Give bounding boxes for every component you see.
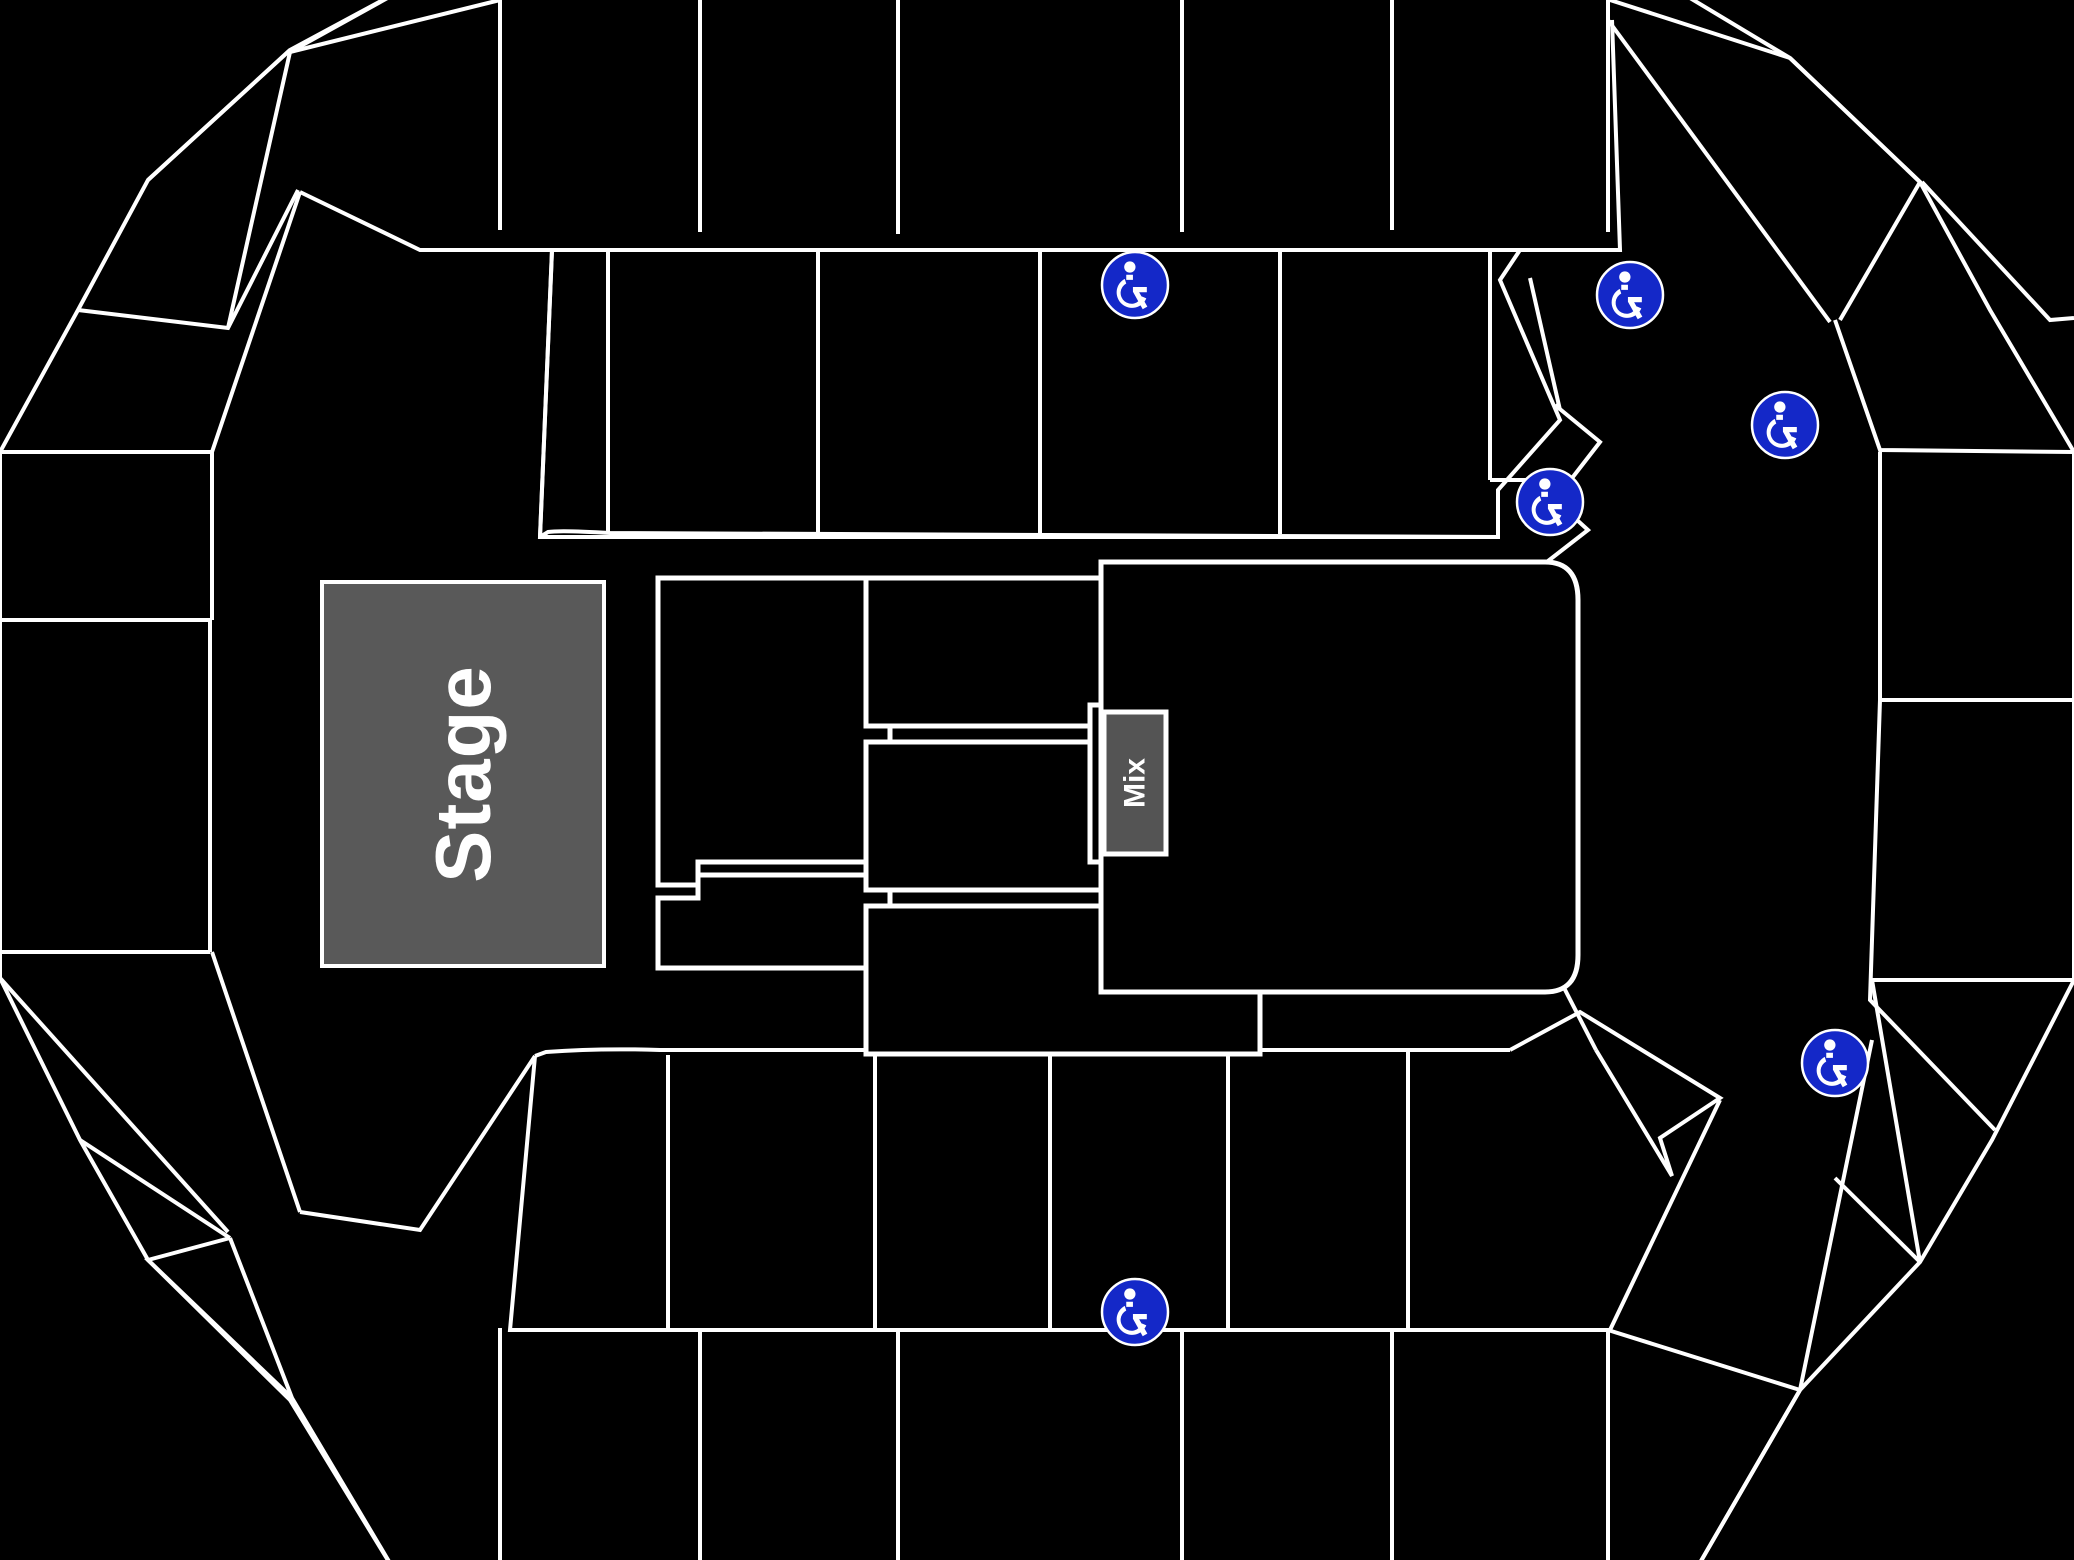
accessibility-marker-circle (1595, 260, 1665, 330)
wheelchair-accessible-icon[interactable] (1100, 1277, 1170, 1347)
outer-divider-tr-3 (1788, 56, 1923, 322)
mix-block[interactable] (1101, 709, 1169, 857)
accessibility-marker-circle (1800, 1028, 1870, 1098)
inner-top-notch-in (1528, 277, 1562, 411)
outer-divider-tr-4 (1920, 180, 2074, 323)
inner-bottom-right-diag (1510, 1099, 1722, 1332)
wheelchair-accessible-icon[interactable] (1595, 260, 1665, 330)
floor-area[interactable]: Stage Mix (320, 559, 1581, 1057)
outer-divider-right-top (1833, 319, 2074, 454)
inner-bottom-left-diag (299, 1054, 537, 1233)
accessibility-marker-circle (1750, 390, 1820, 460)
accessibility-marker-group[interactable] (1100, 250, 1870, 1347)
wheelchair-glyph (1766, 401, 1798, 450)
outer-divider-br-2 (1798, 1039, 1874, 1391)
inner-top-right-diag (1520, 19, 1623, 252)
wheelchair-accessible-icon[interactable] (1800, 1028, 1870, 1098)
inner-bowl-ring[interactable] (299, 19, 1724, 1332)
outer-divider-bl-4 (0, 976, 230, 1234)
outer-divider-bl-3 (144, 1236, 294, 1400)
mix-label: Mix (1119, 758, 1152, 808)
outer-divider-tr-1 (1609, 0, 1791, 60)
outer-divider-tl-2 (146, 48, 292, 182)
outer-divider-right-low (1867, 699, 1997, 1132)
outer-divider-br-3 (1833, 1176, 1922, 1264)
accessibility-marker-circle (1100, 250, 1170, 320)
accessibility-marker-circle (1515, 467, 1585, 537)
wheelchair-glyph (1116, 1288, 1148, 1337)
wheelchair-accessible-icon[interactable] (1515, 467, 1585, 537)
outer-divider-tr-2 (1606, 18, 1832, 324)
outer-divider-left-diag-lower (210, 951, 302, 1213)
inner-top-left-edge (538, 249, 554, 538)
inner-bottom-notch (1509, 1009, 1724, 1178)
accessibility-marker-circle (1100, 1277, 1170, 1347)
inner-bottom-bottom-edge (507, 1055, 1510, 1332)
wheelchair-glyph (1611, 271, 1643, 320)
stage-block[interactable] (320, 580, 606, 968)
wheelchair-accessible-icon[interactable] (1100, 250, 1170, 320)
wheelchair-glyph (1116, 261, 1148, 310)
outer-divider-tl-4 (289, 0, 501, 54)
stage-label: Stage (419, 665, 507, 882)
inner-bottom-notch-up (1558, 979, 1598, 1051)
mix-notch-outline (1088, 703, 1101, 864)
outer-divider-left-diag (210, 191, 302, 453)
inner-band-top-outline (537, 248, 1563, 539)
inner-top-left-diag (299, 190, 552, 252)
wheelchair-accessible-icon[interactable] (1750, 390, 1820, 460)
wheelchair-glyph (1531, 478, 1563, 527)
outer-divider-bl-2 (78, 1138, 232, 1240)
outer-divider-br-4 (1699, 1388, 1802, 1560)
outer-divider-br-1 (1870, 979, 1922, 1263)
floor-block-general-admission[interactable] (1098, 559, 1581, 995)
inner-bottom-top-edge (534, 1047, 1510, 1058)
wheelchair-glyph (1816, 1039, 1848, 1088)
floor-block-left-upper[interactable] (655, 575, 893, 888)
outer-divider-br-5 (1607, 1328, 1801, 1392)
